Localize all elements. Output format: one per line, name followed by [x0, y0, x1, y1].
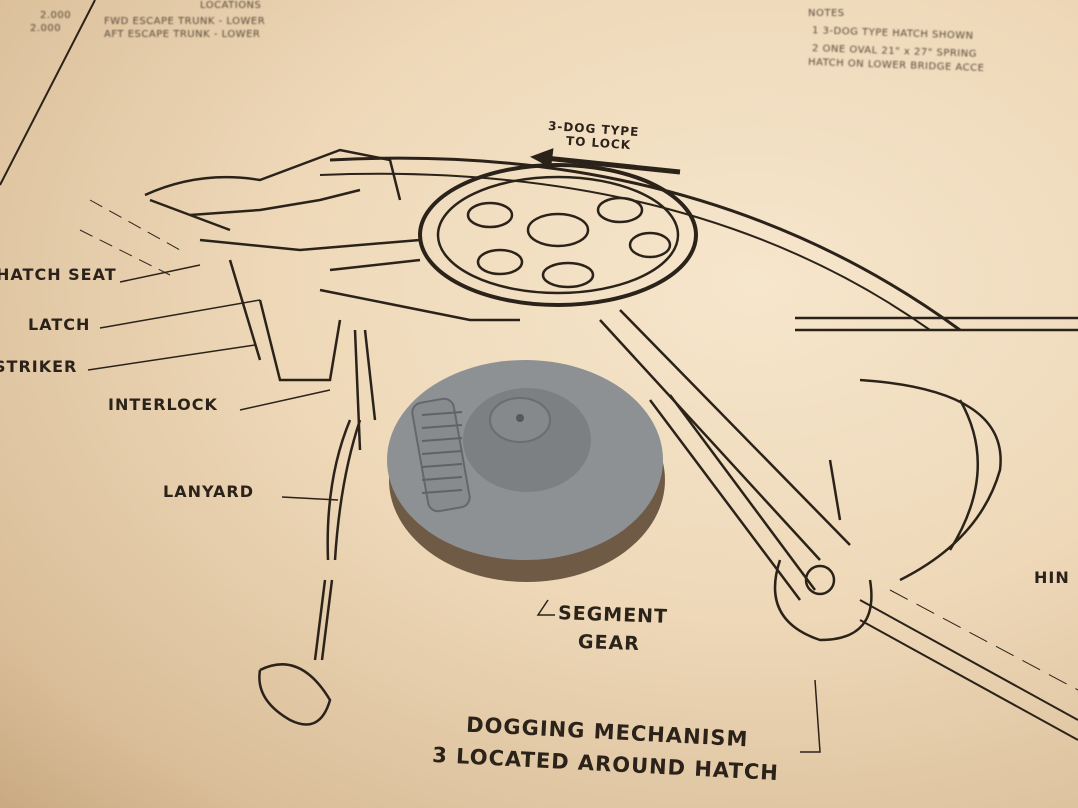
leader-lines: [79, 199, 1078, 753]
locations-title: LOCATIONS: [200, 0, 262, 11]
direction-arrow-icon: [529, 148, 681, 175]
label-striker: STRIKER: [0, 357, 78, 376]
frame-1: 2.000: [40, 10, 72, 21]
label-interlock: INTERLOCK: [108, 395, 218, 414]
label-gear: GEAR: [577, 630, 641, 656]
model-part: [387, 360, 665, 582]
frame-2: 2.000: [30, 23, 62, 34]
border-line: [0, 0, 96, 186]
label-lanyard: LANYARD: [163, 482, 255, 501]
linkage-arms: [599, 309, 1078, 741]
location-2: AFT ESCAPE TRUNK - LOWER: [104, 29, 261, 40]
latch-mechanism: [144, 148, 520, 726]
label-hinge: HIN: [1034, 568, 1070, 587]
label-segment: SEGMENT: [557, 602, 669, 628]
label-latch: LATCH: [28, 315, 91, 334]
handwheel: [418, 163, 698, 307]
hatch-rim: [319, 156, 1078, 582]
location-1: FWD ESCAPE TRUNK - LOWER: [104, 16, 266, 27]
label-hatch-seat: HATCH SEAT: [0, 265, 117, 284]
notes-title: NOTES: [808, 8, 845, 19]
